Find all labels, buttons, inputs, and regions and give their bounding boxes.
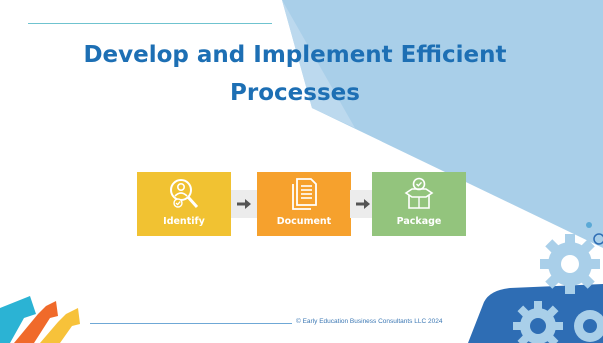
document-icon (292, 178, 317, 210)
box-check-icon (404, 177, 434, 209)
step-package: Package (372, 172, 466, 236)
decorative-dot (586, 222, 592, 228)
slide-title: Develop and Implement Efficient Processe… (83, 42, 507, 106)
arrow-right-icon (356, 199, 370, 209)
gears-decoration (468, 234, 603, 343)
brand-arrow-logo (0, 296, 80, 343)
step-label: Package (396, 216, 442, 227)
step-label: Identify (163, 216, 205, 227)
step-document: Document (257, 172, 351, 236)
step-label: Document (276, 216, 332, 227)
decorative-ring (593, 233, 603, 245)
step-identify: Identify (137, 172, 231, 236)
arrow-right-icon (237, 199, 251, 209)
footer-divider-line (90, 323, 292, 324)
top-divider-line (28, 23, 272, 24)
step-connector (350, 190, 376, 218)
copyright-footer: © Early Education Business Consultants L… (296, 318, 443, 325)
step-connector (231, 190, 257, 218)
magnifier-check-icon (170, 179, 199, 209)
